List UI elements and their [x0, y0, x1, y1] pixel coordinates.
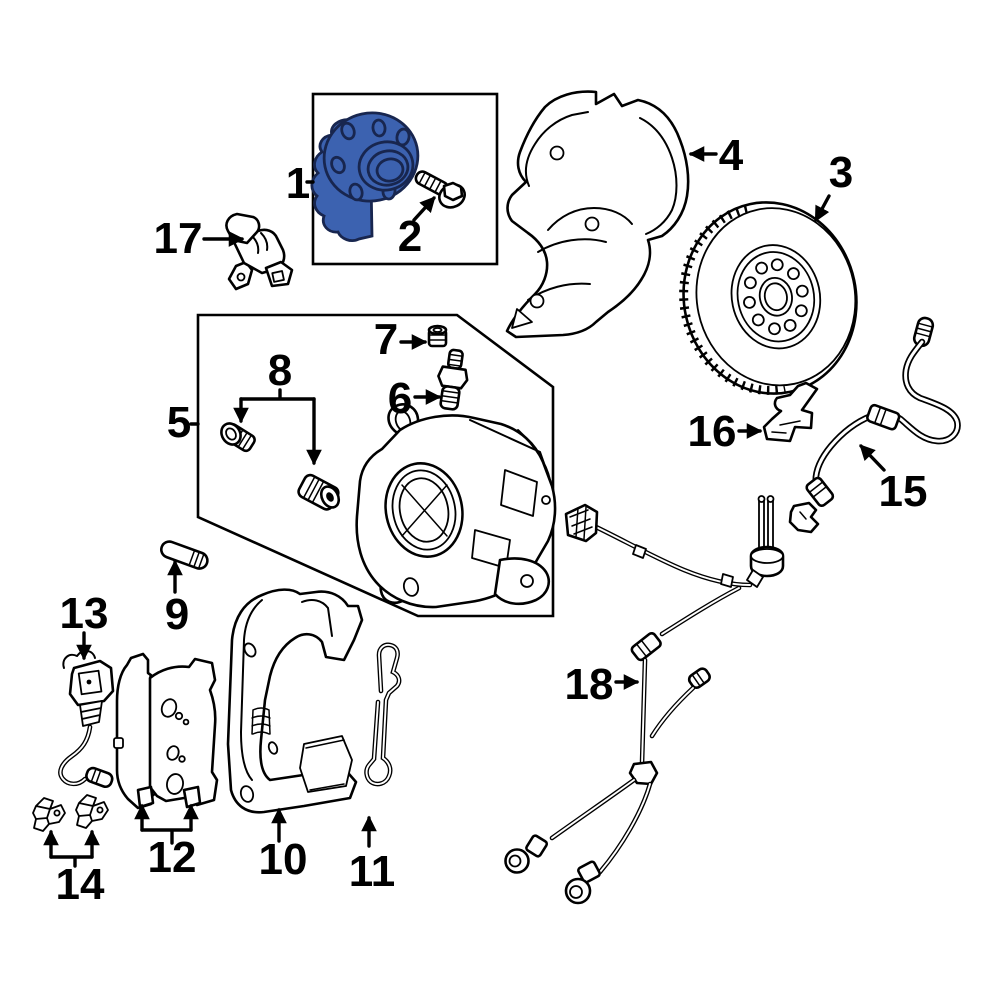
callout-8-bracket: [239, 388, 316, 401]
callout-16-label[interactable]: 16: [688, 407, 737, 456]
callout-1[interactable]: 1: [286, 159, 315, 208]
bracket-hole: [243, 642, 257, 658]
hub-bolt-hole: [371, 118, 387, 138]
harness-clip: [632, 544, 647, 559]
callout-5[interactable]: 5: [167, 398, 200, 447]
inner-pad: [148, 657, 219, 807]
bleeder-cap-illustration: [427, 324, 448, 348]
caliper-window: [500, 469, 538, 517]
brake-caliper-illustration: [355, 403, 557, 609]
guide-bushing-small: [220, 422, 256, 453]
bracket-hole: [239, 785, 255, 803]
pad-spring-illustration: [364, 642, 402, 787]
callout-9[interactable]: 9: [165, 559, 189, 639]
hub-bolt-hole: [348, 182, 364, 202]
callout-17[interactable]: 17: [154, 214, 245, 263]
callout-10[interactable]: 10: [259, 807, 308, 884]
callout-3-label[interactable]: 3: [829, 148, 853, 197]
guide-bushing-large: [297, 473, 341, 511]
callout-12[interactable]: 12: [134, 803, 199, 882]
pad-tab: [136, 785, 155, 809]
shield-cutout: [511, 308, 533, 329]
callout-13-label[interactable]: 13: [60, 589, 109, 638]
retainer-clip-illustration: [32, 797, 66, 832]
disc-lug-holes: [743, 258, 809, 336]
brake-pads-illustration: [113, 652, 219, 810]
callout-15-label[interactable]: 15: [879, 467, 928, 516]
callout-18-label[interactable]: 18: [565, 660, 614, 709]
shield-hole: [549, 145, 565, 161]
callout-11-label[interactable]: 11: [349, 847, 396, 896]
callout-16[interactable]: 16: [688, 407, 763, 456]
brake-disc-illustration: [679, 201, 858, 395]
shield-hole: [584, 216, 600, 232]
hub-bolt-illustration: [414, 170, 466, 209]
callout-7[interactable]: 7: [374, 315, 428, 364]
callout-2-arrow: [412, 196, 436, 222]
caliper-ear-hole: [402, 577, 420, 597]
callout-8-label[interactable]: 8: [268, 346, 292, 395]
bolt-head: [442, 181, 464, 202]
callout-8[interactable]: 8: [233, 346, 322, 466]
caliper-lobe-hole: [520, 574, 534, 588]
harness-grommet: [746, 495, 785, 588]
brake-hose-illustration: [788, 316, 961, 534]
callout-10-label[interactable]: 10: [259, 835, 308, 884]
callout-3-arrow: [814, 194, 831, 223]
callout-1-label[interactable]: 1: [286, 159, 310, 208]
bracket-foot: [299, 735, 353, 793]
callout-7-label[interactable]: 7: [374, 315, 398, 364]
bracket-hole: [267, 741, 279, 755]
hub-bolt-hole: [340, 121, 356, 141]
callout-13[interactable]: 13: [60, 589, 109, 661]
callout-2-label[interactable]: 2: [398, 212, 422, 261]
callout-11[interactable]: 11: [349, 815, 396, 896]
bleeder-screw-illustration: [437, 348, 469, 411]
harness-clip: [720, 573, 734, 588]
callout-2[interactable]: 2: [398, 196, 436, 261]
caliper-group-box: [196, 313, 555, 618]
callout-3[interactable]: 3: [814, 148, 853, 223]
callout-18[interactable]: 18: [565, 660, 640, 709]
abs-speed-sensor-illustration: [225, 212, 294, 291]
guide-boot-ridges: [251, 707, 271, 735]
callout-17-label[interactable]: 17: [154, 214, 203, 263]
splash-shield-illustration: [505, 90, 690, 339]
callout-14-label[interactable]: 14: [56, 860, 105, 909]
guide-pin-illustration: [160, 540, 209, 570]
hub-center-bore: [375, 157, 405, 183]
callout-9-label[interactable]: 9: [165, 590, 189, 639]
retainer-clip-illustration: [75, 794, 109, 829]
disc-vent-band: [679, 204, 787, 395]
callout-6[interactable]: 6: [388, 374, 442, 423]
hose-bracket-illustration: [762, 381, 819, 443]
pad-tab: [182, 785, 202, 809]
callout-15[interactable]: 15: [859, 444, 928, 516]
callout-5-label[interactable]: 5: [167, 398, 191, 447]
callout-4[interactable]: 4: [688, 131, 744, 180]
branch-connector-head: [687, 667, 711, 689]
wire-harness-illustration: [504, 495, 785, 905]
bleeder-hex: [437, 365, 469, 390]
callout-15-arrow: [859, 444, 886, 472]
bushing-bore: [326, 492, 334, 502]
callout-4-label[interactable]: 4: [719, 131, 744, 180]
callout-14[interactable]: 14: [43, 829, 105, 909]
caliper-bracket-illustration: [226, 588, 364, 814]
hub-bolt-hole: [330, 155, 346, 175]
callout-6-label[interactable]: 6: [388, 374, 412, 423]
callout-12-bracket: [140, 828, 193, 845]
callout-14-bracket: [49, 855, 94, 868]
wear-sensor-illustration: [58, 650, 115, 789]
wheel-hub-illustration: [310, 111, 420, 242]
shield-hole: [529, 293, 545, 309]
sensor-ear-hole: [236, 272, 246, 282]
